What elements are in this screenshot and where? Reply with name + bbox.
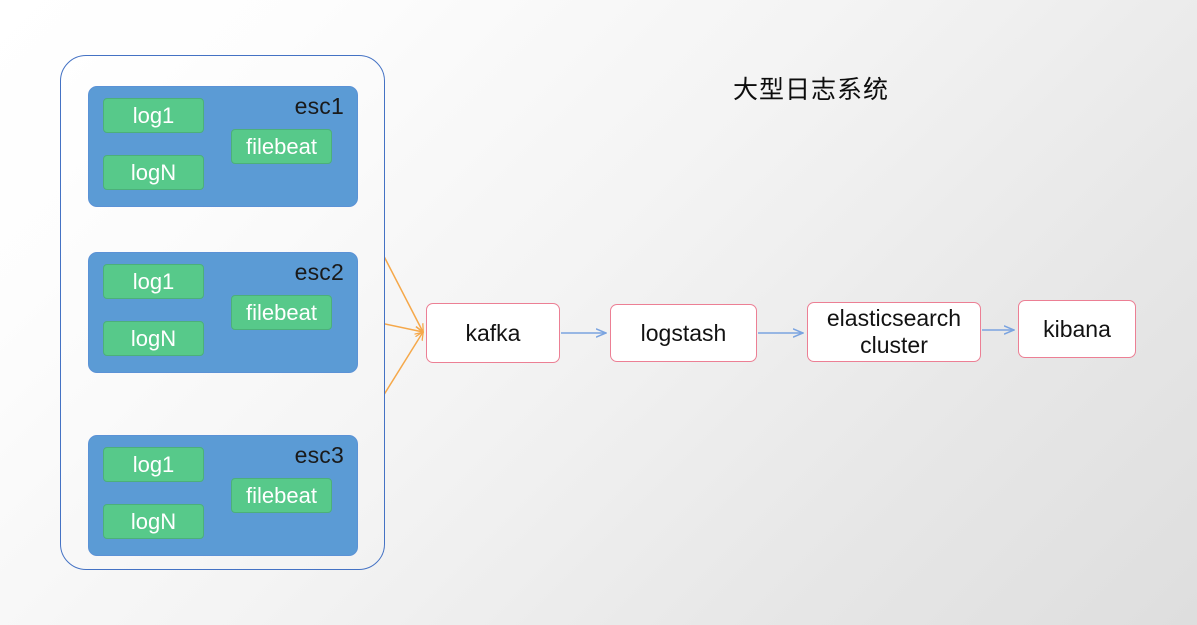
chip-filebeat-esc2[interactable]: filebeat xyxy=(231,295,332,330)
chip-log1-esc2[interactable]: log1 xyxy=(103,264,204,299)
chip-log1-esc3[interactable]: log1 xyxy=(103,447,204,482)
host-node-esc1[interactable]: esc1 log1 logN filebeat xyxy=(88,86,358,207)
host-node-esc3[interactable]: esc3 log1 logN filebeat xyxy=(88,435,358,556)
chip-logn-esc1[interactable]: logN xyxy=(103,155,204,190)
pipeline-node-kibana[interactable]: kibana xyxy=(1018,300,1136,358)
pipeline-node-logstash[interactable]: logstash xyxy=(610,304,757,362)
pipeline-node-kafka[interactable]: kafka xyxy=(426,303,560,363)
chip-filebeat-esc1[interactable]: filebeat xyxy=(231,129,332,164)
server-group-container: esc1 log1 logN filebeat esc2 log1 logN f… xyxy=(60,55,385,570)
host-label-esc3: esc3 xyxy=(294,442,344,468)
host-label-esc2: esc2 xyxy=(294,259,344,285)
pipeline-node-elasticsearch-cluster[interactable]: elasticsearch cluster xyxy=(807,302,981,362)
host-node-esc2[interactable]: esc2 log1 logN filebeat xyxy=(88,252,358,373)
chip-logn-esc2[interactable]: logN xyxy=(103,321,204,356)
chip-logn-esc3[interactable]: logN xyxy=(103,504,204,539)
diagram-title: 大型日志系统 xyxy=(733,75,890,104)
chip-log1-esc1[interactable]: log1 xyxy=(103,98,204,133)
chip-filebeat-esc3[interactable]: filebeat xyxy=(231,478,332,513)
host-label-esc1: esc1 xyxy=(294,93,344,119)
